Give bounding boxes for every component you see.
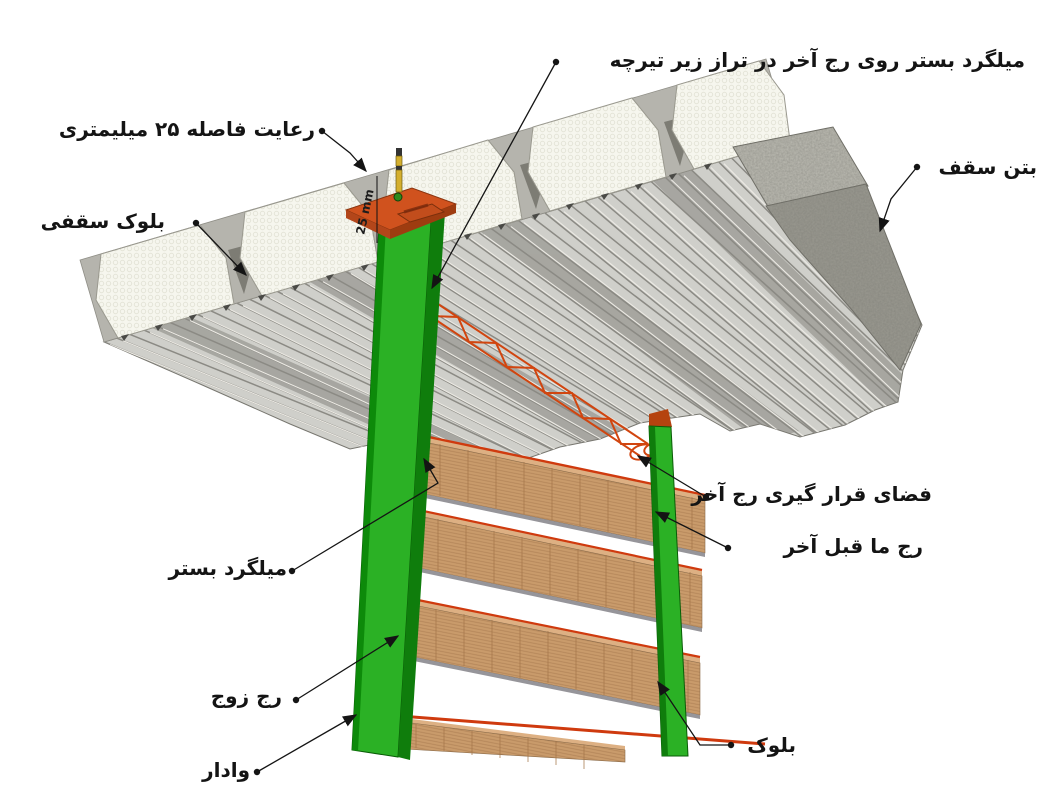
leader-last-row-space bbox=[636, 455, 707, 498]
leader-dots bbox=[192, 58, 921, 776]
leader-lines bbox=[195, 61, 918, 773]
course-even-row bbox=[392, 593, 701, 719]
post-left bbox=[351, 205, 445, 760]
label-even-row: رج زوج bbox=[210, 684, 282, 708]
label-roof-concrete: بتن سقف bbox=[938, 155, 1037, 179]
label-bed-rebar-top: میلگرد بستر روی رج آخر در تراز زیر تیرچه bbox=[609, 48, 1025, 72]
leader-bed-rebar-top bbox=[431, 61, 557, 290]
course-middle-row bbox=[394, 503, 703, 632]
label-second-last-row: رج ما قبل آخر bbox=[783, 534, 923, 558]
leader-bed-rebar bbox=[291, 457, 439, 572]
post-right bbox=[648, 409, 689, 757]
leader-roof-concrete bbox=[878, 166, 918, 233]
label-spacing-25mm: رعایت فاصله ۲۵ میلیمتری bbox=[58, 117, 315, 141]
leader-block bbox=[657, 680, 731, 746]
leader-ceiling-block bbox=[195, 222, 247, 277]
label-block: بلوک bbox=[747, 733, 796, 757]
leader-even-row bbox=[295, 635, 400, 701]
label-bed-rebar: میلگرد بستر bbox=[168, 556, 287, 580]
anchor-bolt bbox=[393, 148, 403, 202]
leader-second-last-row bbox=[654, 511, 729, 549]
course-bottom-row bbox=[386, 713, 766, 769]
block-wall-rows bbox=[386, 433, 766, 769]
label-last-row-space: فضای قرار گیری رج آخر bbox=[691, 482, 932, 506]
bolt-washer bbox=[393, 192, 403, 202]
column-cap-plate bbox=[344, 148, 458, 243]
leader-post bbox=[256, 714, 358, 773]
cap-plate-slot bbox=[403, 203, 429, 214]
label-ceiling-block: بلوک سقفی bbox=[40, 209, 165, 233]
label-post: وادار bbox=[202, 758, 250, 782]
leader-spacing-25 bbox=[321, 130, 367, 173]
